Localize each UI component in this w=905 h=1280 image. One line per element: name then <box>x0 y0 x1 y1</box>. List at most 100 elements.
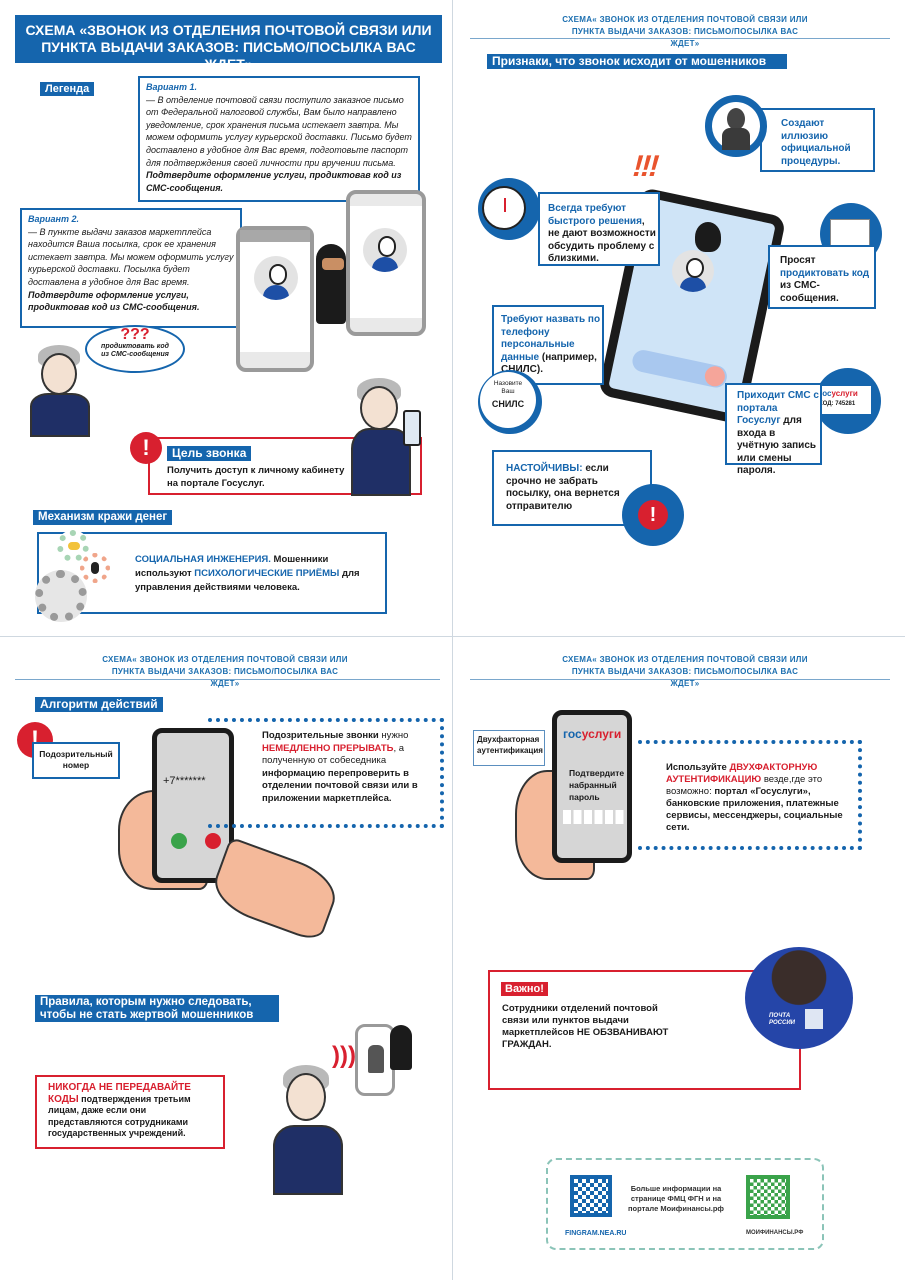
call-slider <box>630 348 729 390</box>
mechanism-label: Механизм кражи денег <box>33 510 173 525</box>
thief-icon <box>316 244 346 324</box>
footer-text-bold: ФМЦ ФГН <box>667 1194 704 1203</box>
sign-code-box <box>768 245 876 309</box>
alg-red: НЕМЕДЛЕННО ПРЕРЫВАТЬ <box>262 742 394 754</box>
twofa-text: Используйте ДВУХФАКТОРНУЮ АУТЕНТИФИКАЦИЮ… <box>666 762 846 834</box>
code-input-cells[interactable] <box>563 810 625 824</box>
incoming-call-phone: +7******* <box>152 728 234 883</box>
algorithm-label: Алгоритм действий <box>35 697 163 713</box>
suspicious-number-box: Подозрительный номер <box>32 742 120 779</box>
rule-highlight: НИКОГДА НЕ ПЕРЕДАВАЙТЕ КОДЫ <box>48 1082 191 1105</box>
speech-bubble: ??? продиктовать код из СМС-сообщения <box>85 325 185 373</box>
qr-code-moifinansy[interactable] <box>746 1175 790 1219</box>
gos-part2: услуги <box>831 389 858 398</box>
footer-text-2: и на портале Моифинансы.рф <box>627 1194 724 1213</box>
mech-text-2: для управления действиями человека. <box>135 568 360 593</box>
caller-phone-illustration <box>355 1024 395 1096</box>
panel-header: СХЕМА« ЗВОНОК ИЗ ОТДЕЛЕНИЯ ПОЧТОВОЙ СВЯЗ… <box>562 655 808 688</box>
alert-icon: ! <box>622 484 684 546</box>
victim-avatar <box>672 250 714 292</box>
thinking-man-illustration <box>343 378 433 496</box>
sign-sms-highlight: Приходит СМС с портала Госуслуг <box>737 390 819 426</box>
goal-text: Получить доступ к личному кабинету на по… <box>167 465 345 489</box>
gos-part1: гос <box>819 389 832 398</box>
goal-label: Цель звонка <box>167 446 252 462</box>
variant1-text: — В отделение почтовой связи поступило з… <box>146 94 412 168</box>
accept-call-button[interactable] <box>171 833 187 849</box>
twofa-bold: портал «Госуслуги», банковские приложени… <box>666 786 843 833</box>
twofa-pre: Используйте <box>666 762 730 773</box>
sign-code-highlight: продиктовать код <box>780 267 870 279</box>
bubble-text: продиктовать код из СМС-сообщения <box>101 343 169 358</box>
sign-fast-text: Всегда требуют быстрого решения, не дают… <box>548 203 656 266</box>
variant1-box: Вариант 1. — В отделение почтовой связи … <box>138 76 420 202</box>
gosuslugi-phone: госуслуги Подтвердите набранный пароль <box>552 710 632 863</box>
confirm-password-text: Подтвердите набранный пароль <box>569 768 625 802</box>
twofa-callout: Двухфакторная аутентификация <box>473 730 545 766</box>
sign-sms-box <box>725 383 822 465</box>
footer-text: Больше информации на странице ФМЦ ФГН и … <box>626 1184 726 1214</box>
horizontal-divider <box>0 636 905 637</box>
mech-highlight-2: ПСИХОЛОГИЧЕСКИЕ ПРИЁМЫ <box>194 568 340 579</box>
rule-rest: подтверждения третьим лицам, даже если о… <box>48 1093 191 1139</box>
sign-code-text: Просят продиктовать код из СМС-сообщения… <box>780 255 875 305</box>
postal-worker-photo: ПОЧТА РОССИИ <box>745 947 853 1049</box>
sign-sms-text: Приходит СМС с портала Госуслуг для вход… <box>737 390 819 478</box>
moifinansy-link[interactable]: МОИФИНАНСЫ.РФ <box>746 1230 804 1236</box>
gear-person-icon <box>35 570 87 622</box>
fingram-link[interactable]: FINGRAM.NEA.RU <box>565 1230 627 1237</box>
twofa-mid: везде,где это возможно: <box>666 774 823 797</box>
sign-persist-rest: если срочно не забрать посылку, она верн… <box>506 463 620 512</box>
decline-call-button[interactable] <box>205 833 221 849</box>
post-logo: ПОЧТА РОССИИ <box>769 1013 795 1026</box>
qr-code-fingram[interactable] <box>570 1175 612 1217</box>
algorithm-text: Подозрительные звонки нужно НЕМЕДЛЕННО П… <box>262 730 437 805</box>
snils-big-text: СНИЛС <box>491 399 525 409</box>
mechanism-text: СОЦИАЛЬНАЯ ИНЖЕНЕРИЯ. Мошенники использу… <box>135 553 365 595</box>
man-on-phone-illustration <box>255 1065 355 1195</box>
alg-bold-1: Подозрительные звонки <box>262 730 379 741</box>
thief-icon <box>390 1025 412 1070</box>
gear-thief-icon <box>80 553 110 583</box>
phone-illustration <box>346 190 426 336</box>
variant2-text: — В пункте выдачи заказов маркетплейса н… <box>28 226 234 287</box>
phone-icon <box>403 410 421 446</box>
rules-label: Правила, которым нужно следовать, чтобы … <box>35 995 279 1023</box>
mech-highlight-1: СОЦИАЛЬНАЯ ИНЖЕНЕРИЯ. <box>135 554 271 565</box>
question-marks: ??? <box>120 326 150 343</box>
pointing-hand-illustration <box>206 836 344 944</box>
twofa-highlight: ДВУХФАКТОРНУЮ АУТЕНТИФИКАЦИЮ <box>666 762 818 785</box>
legend-label: Легенда <box>40 82 95 97</box>
header-line <box>15 679 440 680</box>
sms-code: КОД: 745281 <box>819 401 856 407</box>
important-label: Важно! <box>501 982 548 996</box>
masked-thief-icon <box>695 222 721 252</box>
sign-persist-highlight: НАСТОЙЧИВЫ: <box>506 463 583 474</box>
variant2-bold: Подтвердите оформление услуги, продиктов… <box>28 289 200 313</box>
variant1-bold: Подтвердите оформление услуги, продиктов… <box>146 170 402 193</box>
rule-text: НИКОГДА НЕ ПЕРЕДАВАЙТЕ КОДЫ подтверждени… <box>48 1082 218 1140</box>
panel-header: СХЕМА« ЗВОНОК ИЗ ОТДЕЛЕНИЯ ПОЧТОВОЙ СВЯЗ… <box>562 15 808 48</box>
main-title: СХЕМА «ЗВОНОК ИЗ ОТДЕЛЕНИЯ ПОЧТОВОЙ СВЯЗ… <box>15 15 442 72</box>
sign-persist-text: НАСТОЙЧИВЫ: если срочно не забрать посыл… <box>506 463 626 513</box>
sign-fast-rest: , не дают возможности обсудить проблему … <box>548 215 656 265</box>
sign-personal-rest: (например, СНИЛС). <box>501 351 597 376</box>
footer-text-1: Больше информации на странице <box>630 1184 722 1203</box>
snils-small-text: Назовите Ваш <box>493 380 523 395</box>
panel-header: СХЕМА« ЗВОНОК ИЗ ОТДЕЛЕНИЯ ПОЧТОВОЙ СВЯЗ… <box>102 655 348 688</box>
sign-sms-rest: для входа в учётную запись или смены пар… <box>737 415 817 476</box>
header-line <box>470 38 890 39</box>
algorithm-box <box>208 718 444 828</box>
victim-avatar <box>363 228 407 272</box>
alg-bold-2: информацию перепроверить в отделении поч… <box>262 767 418 804</box>
sign-official-box <box>760 108 875 172</box>
gosuslugi-logo: госуслуги <box>563 727 622 741</box>
gosuslugi-code-badge: госуслуги КОД: 745281 <box>815 368 881 434</box>
caller-number: +7******* <box>163 775 206 787</box>
exclaim-icon: !!! <box>628 150 662 183</box>
important-text: Сотрудники отделений почтовой связи или … <box>502 1003 669 1050</box>
worried-man-illustration <box>8 345 113 437</box>
mech-text-1: Мошенники используют <box>135 554 329 579</box>
alert-icon: ! <box>130 432 162 464</box>
snils-badge: Назовите Ваш СНИЛС <box>478 370 542 434</box>
